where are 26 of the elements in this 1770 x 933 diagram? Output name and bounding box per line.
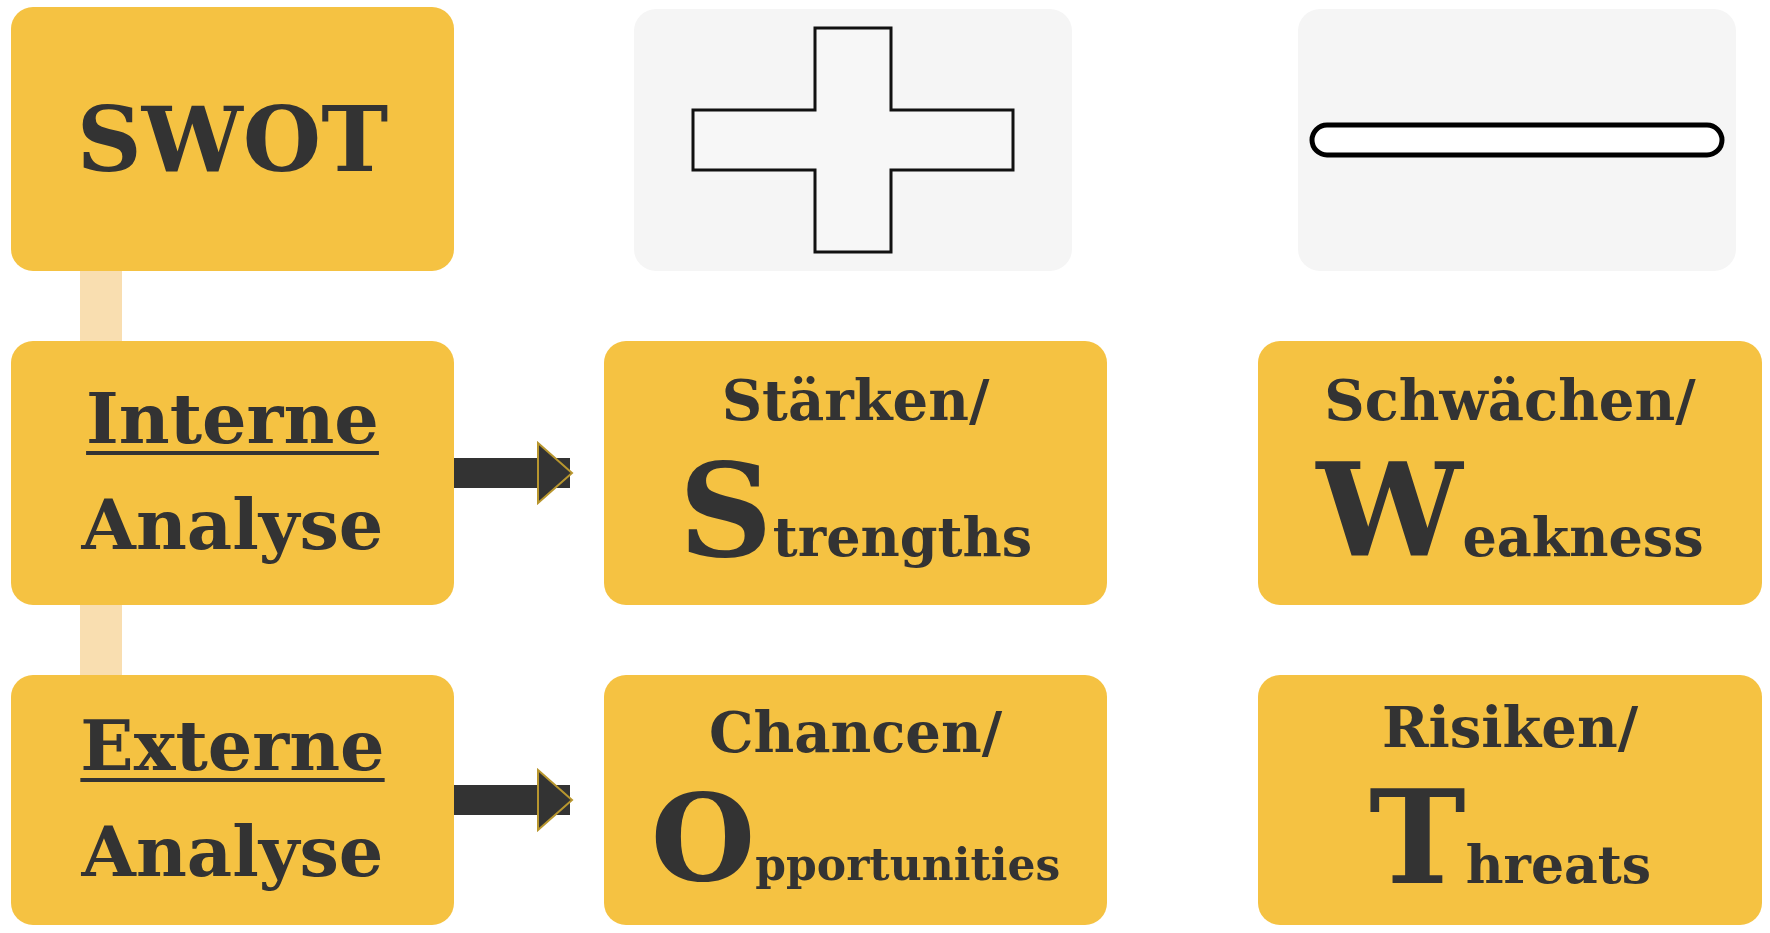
block-arrow xyxy=(454,442,573,504)
label-text: Strengths xyxy=(678,445,1033,576)
label-box xyxy=(11,7,454,271)
minus-sign-drawing xyxy=(1298,9,1736,271)
connector-bar xyxy=(80,605,122,675)
heading-text: Interne xyxy=(86,376,379,461)
label-box xyxy=(1258,341,1762,605)
connector-bar xyxy=(80,271,122,341)
label-text: Threats xyxy=(1369,772,1651,903)
plus-sign-drawing xyxy=(634,9,1072,271)
heading-text: Stärken/ xyxy=(721,370,990,432)
label-box xyxy=(1258,675,1762,925)
label-box xyxy=(604,675,1107,925)
label-text: Weakness xyxy=(1316,445,1704,576)
heading-text: Schwächen/ xyxy=(1324,370,1696,432)
heading-text: Externe xyxy=(80,703,385,788)
block-arrow xyxy=(454,769,573,831)
label-text: Analyse xyxy=(81,481,384,568)
heading-text: Chancen/ xyxy=(708,702,1003,764)
label-text: Analyse xyxy=(81,808,384,895)
title-text: SWOT xyxy=(76,94,389,184)
label-box xyxy=(11,675,454,925)
label-box xyxy=(604,341,1107,605)
heading-text: Risiken/ xyxy=(1381,697,1639,759)
label-text: Opportunities xyxy=(650,777,1061,898)
label-box xyxy=(11,341,454,605)
